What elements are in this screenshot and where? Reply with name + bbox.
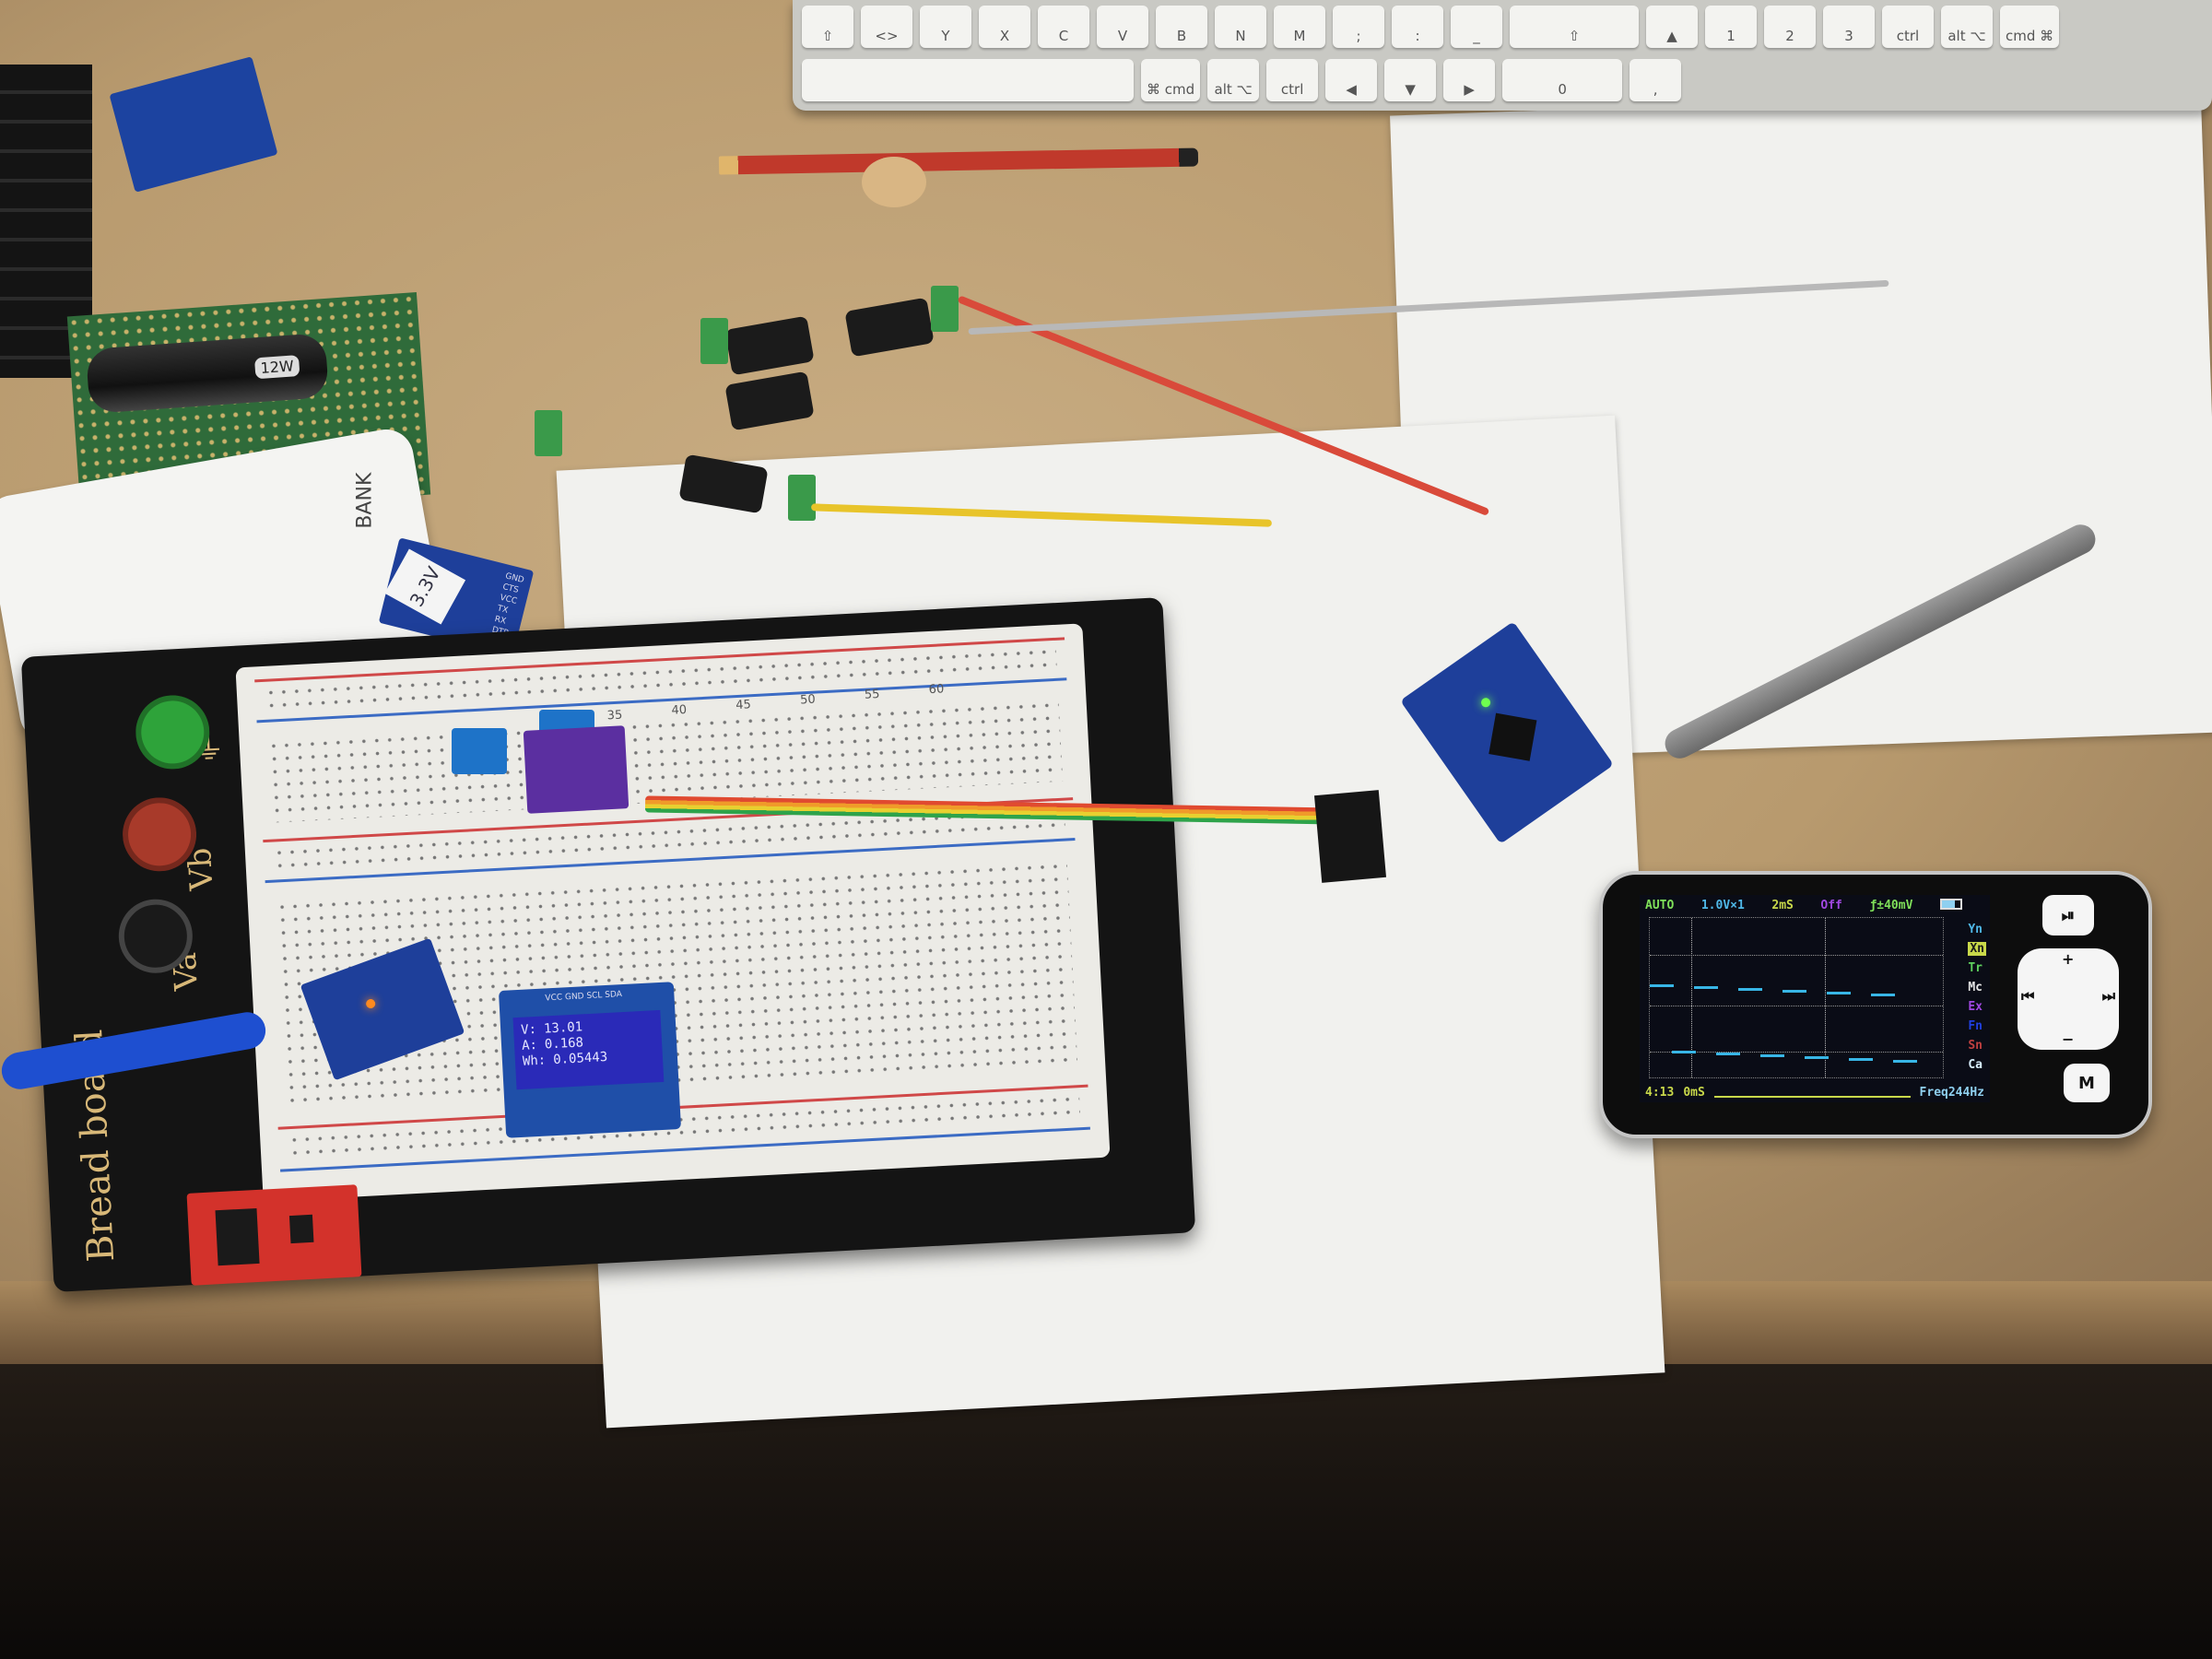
- oled-pin-labels: VCC GND SCL SDA: [545, 990, 623, 1004]
- pin-header-connector: [1313, 790, 1387, 883]
- menu-item-sn[interactable]: Sn: [1968, 1039, 1983, 1053]
- scope-overview-wave: [1713, 1088, 1911, 1098]
- scope-mode: AUTO: [1645, 899, 1675, 912]
- key[interactable]: C: [1038, 6, 1089, 48]
- column-number: 45: [735, 698, 752, 713]
- menu-item-mc[interactable]: Mc: [1968, 981, 1983, 994]
- key[interactable]: <>: [861, 6, 912, 48]
- key[interactable]: :: [1392, 6, 1443, 48]
- menu-item-ex[interactable]: Ex: [1968, 1000, 1983, 1014]
- key-num-comma[interactable]: ,: [1630, 59, 1682, 101]
- key-alt[interactable]: alt ⌥: [1941, 6, 1993, 48]
- plus-button[interactable]: +: [2062, 950, 2075, 968]
- next-button[interactable]: ⏭: [2101, 987, 2115, 1005]
- key-num-3[interactable]: 3: [1823, 6, 1875, 48]
- scope-graticule: [1649, 917, 1944, 1078]
- prev-button[interactable]: ⏮: [2021, 987, 2035, 1005]
- microcontroller-chip: [1488, 712, 1537, 761]
- menu-item-xn[interactable]: Xn: [1968, 942, 1986, 956]
- column-number: 60: [928, 682, 945, 698]
- red-breakout-module: [186, 1184, 362, 1286]
- key[interactable]: X: [979, 6, 1030, 48]
- menu-item-tr[interactable]: Tr: [1968, 961, 1983, 975]
- key-cmd-right[interactable]: ⌘ cmd: [1141, 59, 1201, 101]
- resistor-rating: 12W: [253, 355, 300, 380]
- key[interactable]: B: [1156, 6, 1207, 48]
- key-ctrl[interactable]: ctrl: [1882, 6, 1934, 48]
- key[interactable]: _: [1451, 6, 1502, 48]
- column-number: 35: [606, 708, 623, 724]
- menu-item-fn[interactable]: Fn: [1968, 1019, 1983, 1033]
- screw-terminal: [452, 728, 507, 774]
- scope-coupling: Off: [1820, 899, 1842, 912]
- key-space[interactable]: [802, 59, 1134, 101]
- oled-screen: V:13.01 A:0.168 Wh:0.05443: [512, 1009, 665, 1090]
- minus-button[interactable]: −: [2062, 1030, 2075, 1048]
- play-pause-icon: ⏯: [2061, 905, 2076, 925]
- oled-module: VCC GND SCL SDA V:13.01 A:0.168 Wh:0.054…: [498, 982, 682, 1138]
- play-pause-button[interactable]: ⏯: [2042, 895, 2094, 935]
- key-ctrl-right[interactable]: ctrl: [1266, 59, 1319, 101]
- column-number: 55: [864, 687, 880, 702]
- key[interactable]: N: [1215, 6, 1266, 48]
- ina219-module: [523, 725, 629, 814]
- key-num-2[interactable]: 2: [1764, 6, 1816, 48]
- key[interactable]: ;: [1333, 6, 1384, 48]
- key-alt-right[interactable]: alt ⌥: [1207, 59, 1260, 101]
- battery-icon: [1939, 899, 1962, 910]
- m-label: M: [2078, 1073, 2095, 1093]
- oled-energy-value: 0.05443: [552, 1050, 608, 1068]
- floor-shadow: [0, 1364, 2212, 1659]
- scope-status-bar: AUTO 1.0V×1 2mS Off ƒ±40mV: [1645, 899, 1962, 912]
- menu-button[interactable]: M: [2064, 1064, 2110, 1102]
- scope-tdiv: 2mS: [1771, 899, 1794, 912]
- ic-chip: [288, 1214, 314, 1244]
- scope-footer: 4:13 0mS Freq244Hz: [1645, 1086, 1984, 1100]
- key-arrow-left[interactable]: ◀: [1325, 59, 1378, 101]
- dc-jack-terminal: [931, 286, 959, 332]
- oscilloscope-screen: AUTO 1.0V×1 2mS Off ƒ±40mV Yn Xn Tr Mc E…: [1640, 895, 1990, 1102]
- power-led-green: [1479, 696, 1493, 710]
- putty-ball: [862, 157, 926, 207]
- key-shift-right[interactable]: ⇧: [1510, 6, 1639, 48]
- scope-side-menu: Yn Xn Tr Mc Ex Fn Sn Ca: [1968, 923, 1986, 1072]
- oled-label: V:: [520, 1021, 537, 1038]
- key-arrow-right[interactable]: ▶: [1443, 59, 1496, 101]
- power-bank-label: BANK: [353, 472, 377, 529]
- scope-vdiv: 1.0V×1: [1700, 899, 1745, 912]
- column-number: 50: [799, 692, 817, 708]
- dc-jack-terminal: [788, 475, 816, 521]
- key-num-1[interactable]: 1: [1705, 6, 1757, 48]
- key-cmd[interactable]: cmd ⌘: [2000, 6, 2060, 48]
- ftdi-voltage-label: 3.3V: [384, 548, 466, 625]
- key[interactable]: ⇧: [802, 6, 853, 48]
- keyboard[interactable]: ⇧ <> Y X C V B N M ; : _ ⇧ ▲ 1 2 3 ctrl …: [793, 0, 2212, 111]
- dc-jack-terminal: [700, 318, 728, 364]
- dpad[interactable]: + ⏮ ⏭ −: [2018, 948, 2119, 1050]
- menu-item-ca[interactable]: Ca: [1968, 1058, 1983, 1072]
- column-number: 40: [671, 702, 688, 718]
- key[interactable]: V: [1097, 6, 1148, 48]
- key-arrow-up[interactable]: ▲: [1646, 6, 1698, 48]
- scope-time: 4:13: [1645, 1086, 1675, 1100]
- key[interactable]: Y: [920, 6, 971, 48]
- handheld-oscilloscope: AUTO 1.0V×1 2mS Off ƒ±40mV Yn Xn Tr Mc E…: [1599, 871, 2152, 1138]
- oled-label: Wh:: [522, 1053, 547, 1069]
- scope-frequency: Freq244Hz: [1919, 1086, 1984, 1100]
- dc-jack-terminal: [535, 410, 562, 456]
- power-led: [364, 997, 377, 1010]
- key-num-0[interactable]: 0: [1502, 59, 1623, 101]
- oled-label: A:: [521, 1037, 538, 1053]
- scope-trigger: ƒ±40mV: [1869, 899, 1913, 912]
- ic-chip: [215, 1207, 260, 1266]
- key[interactable]: M: [1274, 6, 1325, 48]
- key-arrow-down[interactable]: ▼: [1384, 59, 1437, 101]
- scope-offset: 0mS: [1683, 1086, 1705, 1100]
- menu-item-yn[interactable]: Yn: [1968, 923, 1983, 936]
